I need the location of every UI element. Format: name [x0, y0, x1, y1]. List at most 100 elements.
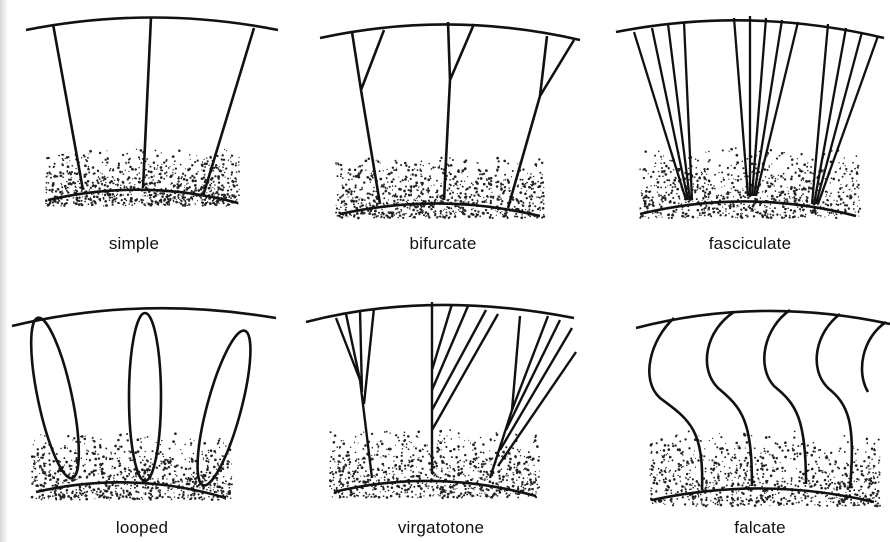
panel-falcate — [636, 310, 890, 507]
stipple-dot — [372, 469, 374, 471]
stipple-dot — [358, 462, 359, 463]
stipple-dot — [661, 170, 663, 172]
stipple-dot — [724, 466, 725, 467]
stipple-dot — [530, 198, 532, 200]
stipple-dot — [192, 199, 193, 200]
stipple-dot — [86, 184, 88, 186]
stipple-dot — [399, 494, 400, 495]
stipple-dot — [343, 440, 344, 441]
stipple-dot — [357, 495, 359, 497]
stipple-dot — [449, 465, 451, 467]
stipple-dot — [713, 211, 716, 214]
stipple-dot — [99, 178, 101, 180]
stipple-dot — [751, 208, 754, 211]
stipple-dot — [210, 186, 211, 187]
stipple-dot — [801, 500, 803, 502]
stipple-dot — [353, 191, 355, 193]
stipple-dot — [796, 162, 798, 164]
stipple-dot — [135, 177, 137, 179]
stipple-dot — [376, 443, 378, 445]
stipple-dot — [183, 194, 185, 196]
stipple-dot — [371, 496, 373, 498]
stipple-dot — [728, 213, 729, 214]
stipple-dot — [459, 437, 460, 438]
stipple-dot — [734, 477, 735, 478]
stipple-dot — [518, 451, 520, 453]
stipple-dot — [520, 449, 521, 450]
stipple-dot — [223, 194, 225, 196]
stipple-dot — [490, 214, 492, 216]
stipple-dot — [745, 215, 746, 216]
stipple-dot — [449, 211, 451, 213]
stipple-dot — [222, 170, 223, 171]
stipple-dot — [697, 503, 699, 505]
stipple-dot — [340, 462, 341, 463]
stipple-dot — [398, 465, 401, 468]
stipple-dot — [410, 213, 412, 215]
stipple-dot — [746, 441, 749, 444]
stipple-dot — [652, 201, 654, 203]
stipple-dot — [148, 185, 149, 186]
stipple-dot — [140, 162, 142, 164]
stipple-dot — [150, 195, 151, 196]
stipple-dot — [226, 150, 227, 151]
stipple-dot — [215, 203, 218, 206]
stipple-dot — [458, 432, 460, 434]
stipple-dot — [456, 488, 457, 489]
stipple-dot — [220, 458, 222, 460]
stipple-dot — [490, 496, 493, 499]
stipple-dot — [86, 450, 87, 451]
stipple-dot — [478, 195, 480, 197]
stipple-dot — [420, 493, 422, 495]
stipple-dot — [415, 200, 417, 202]
stipple-dot — [459, 460, 461, 462]
stipple-dot — [436, 195, 438, 197]
stipple-dot — [650, 176, 652, 178]
stipple-dot — [669, 160, 671, 162]
stipple-dot — [515, 434, 517, 436]
stipple-dot — [361, 466, 364, 469]
stipple-dot — [479, 488, 482, 491]
stipple-dot — [446, 209, 447, 210]
stipple-dot — [33, 481, 35, 483]
stipple-dot — [392, 196, 393, 197]
stipple-dot — [659, 215, 660, 216]
stipple-dot — [448, 165, 450, 167]
stipple-dot — [113, 198, 115, 200]
stipple-dot — [802, 177, 805, 180]
stipple-dot — [818, 469, 821, 472]
stipple-dot — [380, 162, 381, 163]
stipple-dot — [83, 488, 84, 489]
stipple-dot — [54, 484, 57, 487]
stipple-dot — [851, 177, 853, 179]
stipple-dot — [126, 433, 128, 435]
stipple-dot — [663, 170, 666, 173]
stipple-dot — [94, 464, 97, 467]
stipple-dot — [342, 195, 344, 197]
stipple-dot — [540, 201, 542, 203]
stipple-dot — [761, 214, 763, 216]
stipple-dot — [359, 165, 361, 167]
stipple-dot — [441, 462, 443, 464]
stipple-dot — [443, 210, 444, 211]
stipple-dot — [404, 162, 407, 165]
stipple-dot — [871, 481, 874, 484]
stipple-dot — [120, 187, 121, 188]
stipple-dot — [708, 196, 710, 198]
stipple-dot — [193, 485, 195, 487]
stipple-dot — [330, 467, 331, 468]
stipple-dot — [216, 200, 219, 203]
stipple-dot — [784, 214, 787, 217]
stipple-dot — [646, 186, 648, 188]
stipple-dot — [440, 197, 442, 199]
stipple-dot — [101, 183, 103, 185]
panel-simple — [26, 17, 278, 207]
stipple-dot — [641, 215, 644, 218]
stipple-dot — [794, 200, 797, 203]
stipple-dot — [378, 445, 380, 447]
stipple-dot — [53, 166, 55, 168]
stipple-dot — [505, 179, 506, 180]
stipple-dot — [208, 452, 209, 453]
stipple-dot — [497, 166, 500, 169]
stipple-dot — [412, 217, 413, 218]
